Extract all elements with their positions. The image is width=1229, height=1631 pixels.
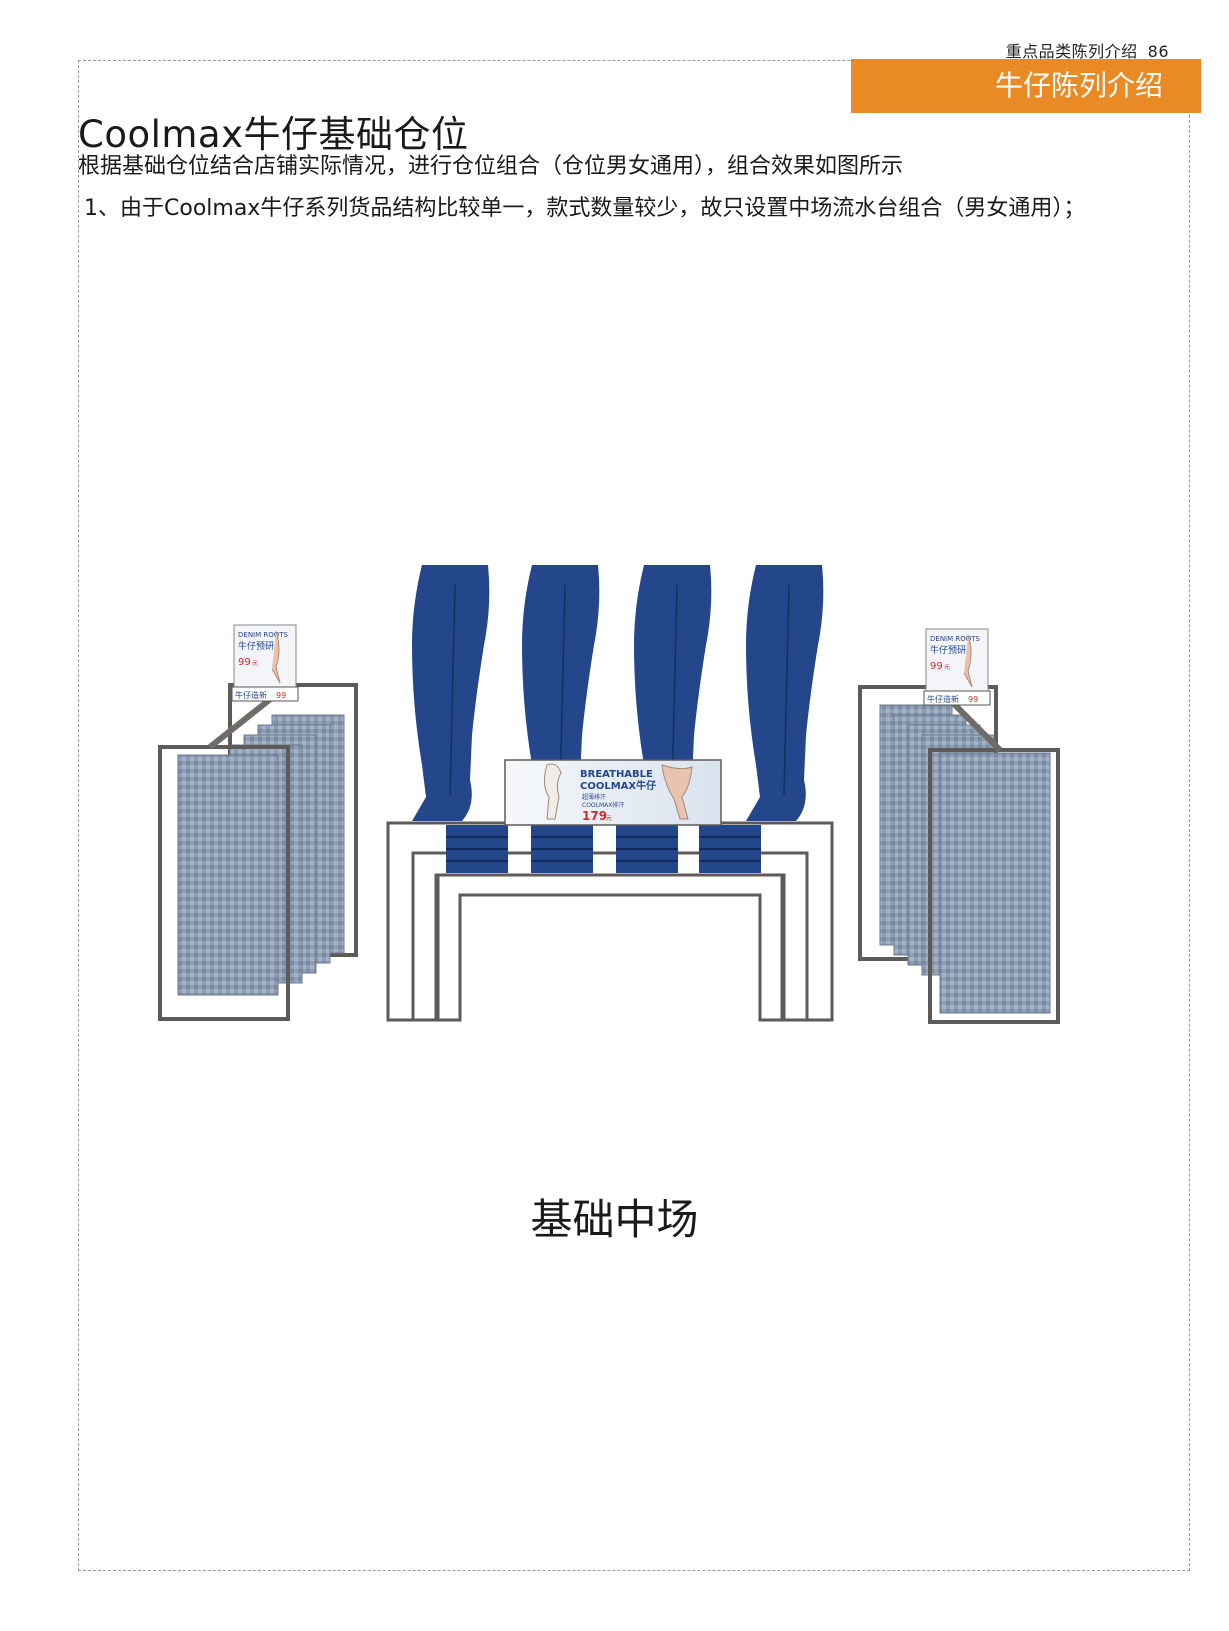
leg-mannequin-3 [634,565,712,821]
right-hanging-jeans [879,704,1051,1014]
leg-mannequin-1 [412,565,490,821]
page-title: Coolmax牛仔基础仓位 [78,113,469,156]
page-number: 86 [1147,42,1169,61]
leg-mannequin-2 [522,565,600,821]
center-banner: BREATHABLE COOLMAX牛仔 超薄排汗 COOLMAX排汗 179 … [504,759,722,826]
right-tag-label: 牛仔造新 [927,694,959,704]
left-sign-price: 99 [238,657,251,668]
left-price-sign: DENIM ROOTS 牛仔预研 99 元 牛仔造新 99 [231,624,299,702]
banner-unit: 元 [606,815,612,822]
right-tag-price: 99 [968,695,978,704]
right-price-sign: DENIM ROOTS 牛仔预研 99 元 牛仔造新 99 [923,628,991,706]
right-rack-front-frame [928,748,1060,1024]
section-banner: 牛仔陈列介绍 [851,59,1201,113]
banner-price: 179 [582,809,607,823]
illustration-caption: 基础中场 [530,1195,699,1244]
display-illustration: DENIM ROOTS 牛仔预研 99 元 牛仔造新 99 [158,565,1060,1024]
left-rack-front-frame [158,745,290,1021]
category-label: 重点品类陈列介绍 [1005,42,1138,61]
right-sign-name: 牛仔预研 [930,644,966,656]
leg-mannequin-4 [746,565,824,821]
banner-line3: 超薄排汗 [582,793,606,801]
banner-line1: BREATHABLE [580,769,653,780]
banner-model-right [661,764,693,820]
left-sign-name: 牛仔预研 [238,640,274,652]
left-sign-brand: DENIM ROOTS [238,631,289,639]
banner-line2: COOLMAX牛仔 [580,779,656,792]
right-sign-unit: 元 [944,664,950,671]
left-jeans-rack: DENIM ROOTS 牛仔预研 99 元 牛仔造新 99 [158,624,358,1021]
left-tag-label: 牛仔造新 [235,690,267,700]
left-sign-unit: 元 [252,660,258,667]
banner-model-left [543,763,562,820]
note: 1、由于Coolmax牛仔系列货品结构比较单一，款式数量较少，故只设置中场流水台… [84,196,1086,221]
subtitle: 根据基础仓位结合店铺实际情况，进行仓位组合（仓位男女通用），组合效果如图所示 [78,154,904,179]
folded-jeans-stacks [446,825,761,873]
nesting-display-table [386,821,834,1022]
right-jeans-rack: DENIM ROOTS 牛仔预研 99 元 牛仔造新 99 [858,628,1060,1024]
leg-mannequins [412,565,824,821]
left-hanging-jeans [177,714,345,996]
right-sign-price: 99 [930,661,943,672]
left-tag-price: 99 [276,691,286,700]
banner-line4: COOLMAX排汗 [582,801,624,809]
right-sign-brand: DENIM ROOTS [930,635,981,643]
page-frame [78,60,1190,1571]
page-header: 重点品类陈列介绍 86 [1006,38,1169,62]
